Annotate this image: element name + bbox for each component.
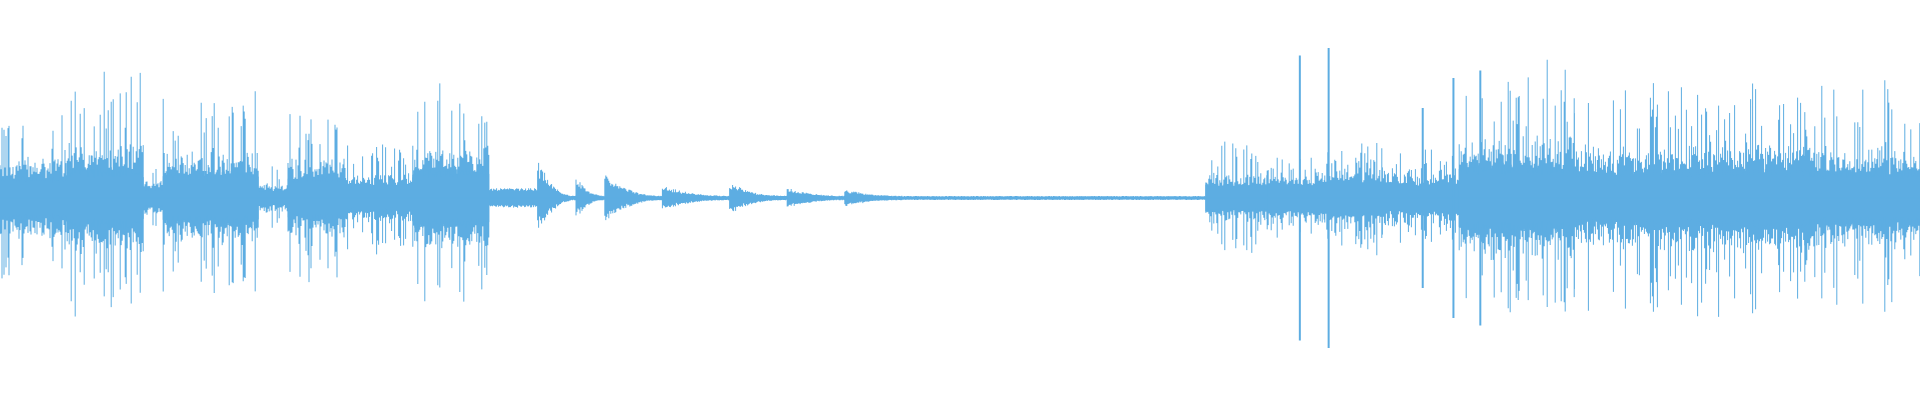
- waveform-canvas: [0, 48, 1920, 348]
